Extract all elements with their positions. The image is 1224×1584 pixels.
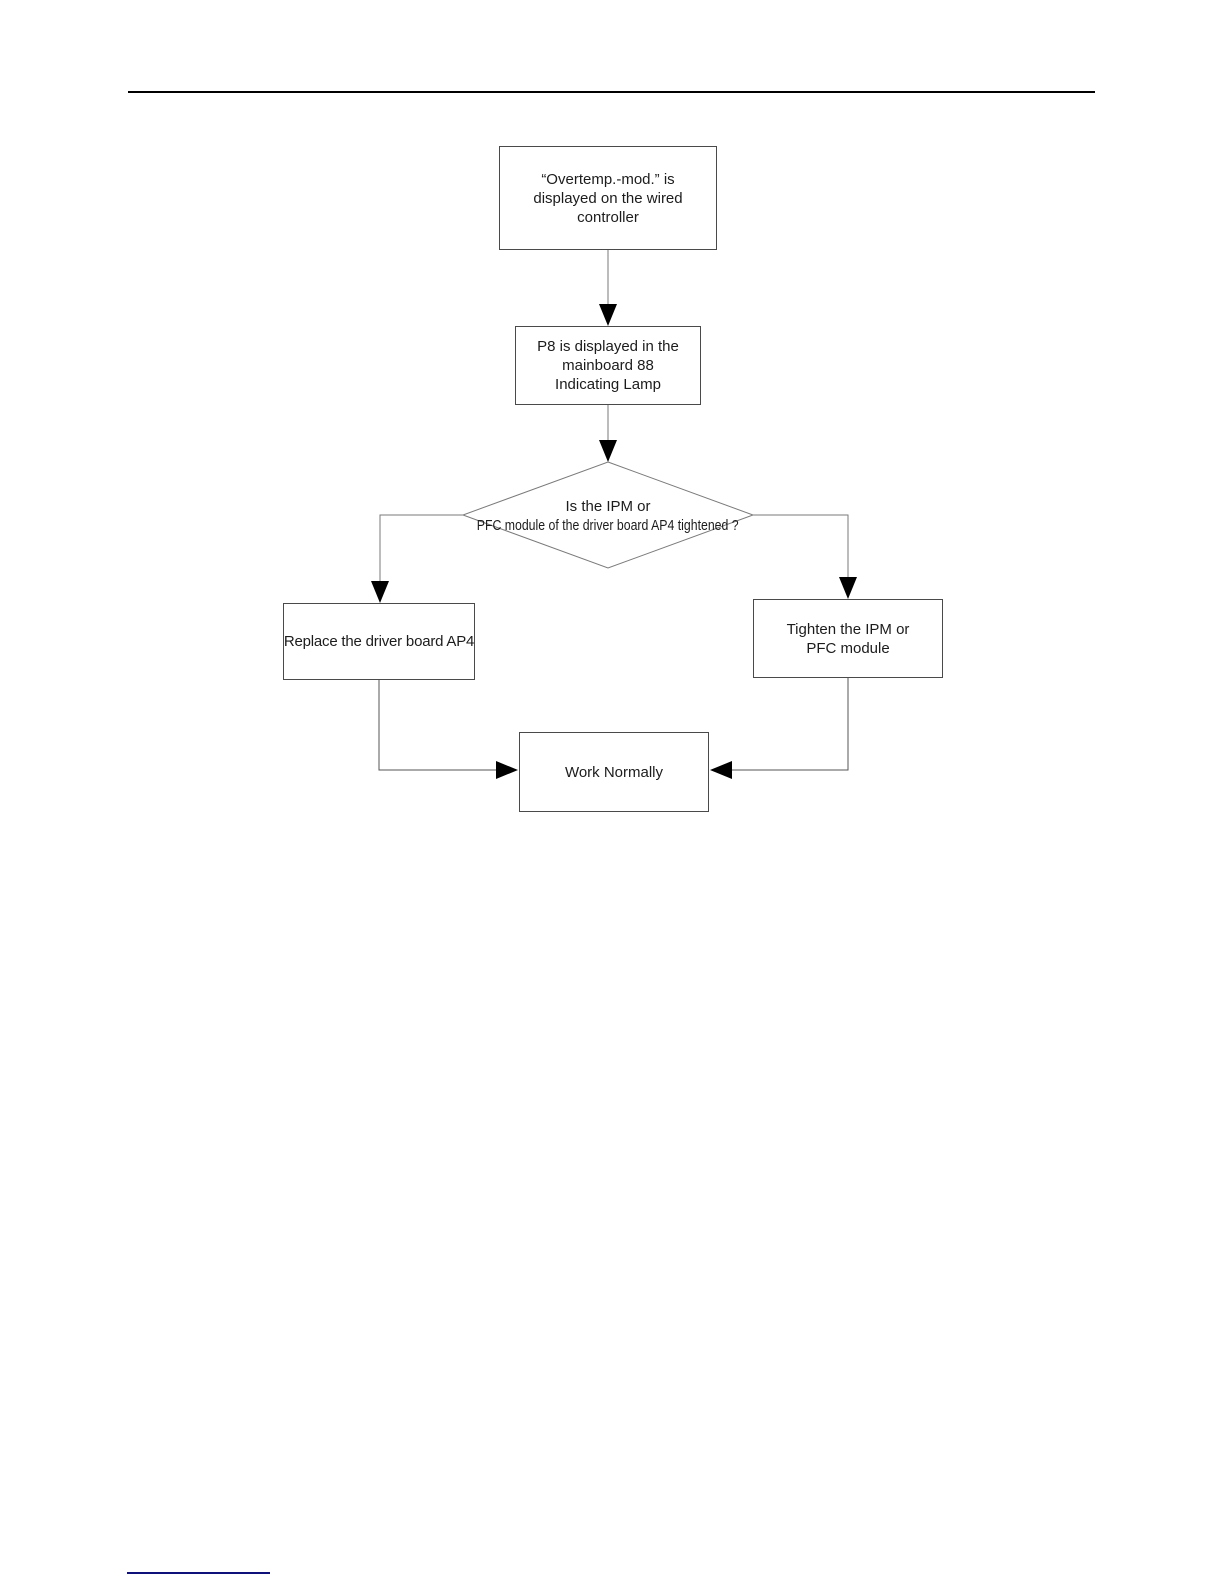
connector-line xyxy=(731,678,849,771)
connector-line xyxy=(378,680,497,771)
arrowhead-down-icon xyxy=(371,581,389,603)
flow-node-work-normally: Work Normally xyxy=(519,732,709,812)
flow-node-decision-text: PFC module of the driver board AP4 tight… xyxy=(477,517,739,534)
flow-node-indicator-text: P8 is displayed in the xyxy=(537,338,679,355)
flow-node-tighten-text: PFC module xyxy=(806,639,890,657)
flow-node-start: “Overtemp.-mod.” is displayed on the wir… xyxy=(499,146,717,250)
flow-node-replace-text: Replace the driver board AP4 xyxy=(283,633,475,650)
arrowhead-down-icon xyxy=(599,304,617,326)
flow-node-replace: Replace the driver board AP4 xyxy=(283,603,475,680)
connector-line xyxy=(753,514,849,577)
flow-node-tighten: Tighten the IPM or PFC module xyxy=(753,599,943,678)
flow-node-tighten-text: Tighten the IPM or xyxy=(786,620,910,638)
arrowhead-down-icon xyxy=(599,440,617,462)
flow-node-start-text: displayed on the wired xyxy=(533,189,683,207)
arrowhead-right-icon xyxy=(496,761,518,779)
footer-link-rule xyxy=(127,1572,270,1574)
flow-node-start-text: controller xyxy=(577,208,639,226)
page-header-rule xyxy=(128,91,1095,93)
arrowhead-down-icon xyxy=(839,577,857,599)
decision-diamond-shape xyxy=(461,461,755,569)
flow-node-decision-text: Is the IPM or xyxy=(565,498,651,515)
flow-node-indicator-text: mainboard 88 xyxy=(562,357,654,374)
flow-node-work-normally-text: Work Normally xyxy=(564,763,664,781)
connector-line xyxy=(379,514,463,581)
flow-node-start-text: “Overtemp.-mod.” is xyxy=(541,170,675,188)
flow-node-indicator-text: Indicating Lamp xyxy=(555,376,661,393)
arrowhead-left-icon xyxy=(710,761,732,779)
flow-node-decision: Is the IPM or PFC module of the driver b… xyxy=(458,496,758,536)
flow-node-indicator: P8 is displayed in the mainboard 88 Indi… xyxy=(515,326,701,405)
